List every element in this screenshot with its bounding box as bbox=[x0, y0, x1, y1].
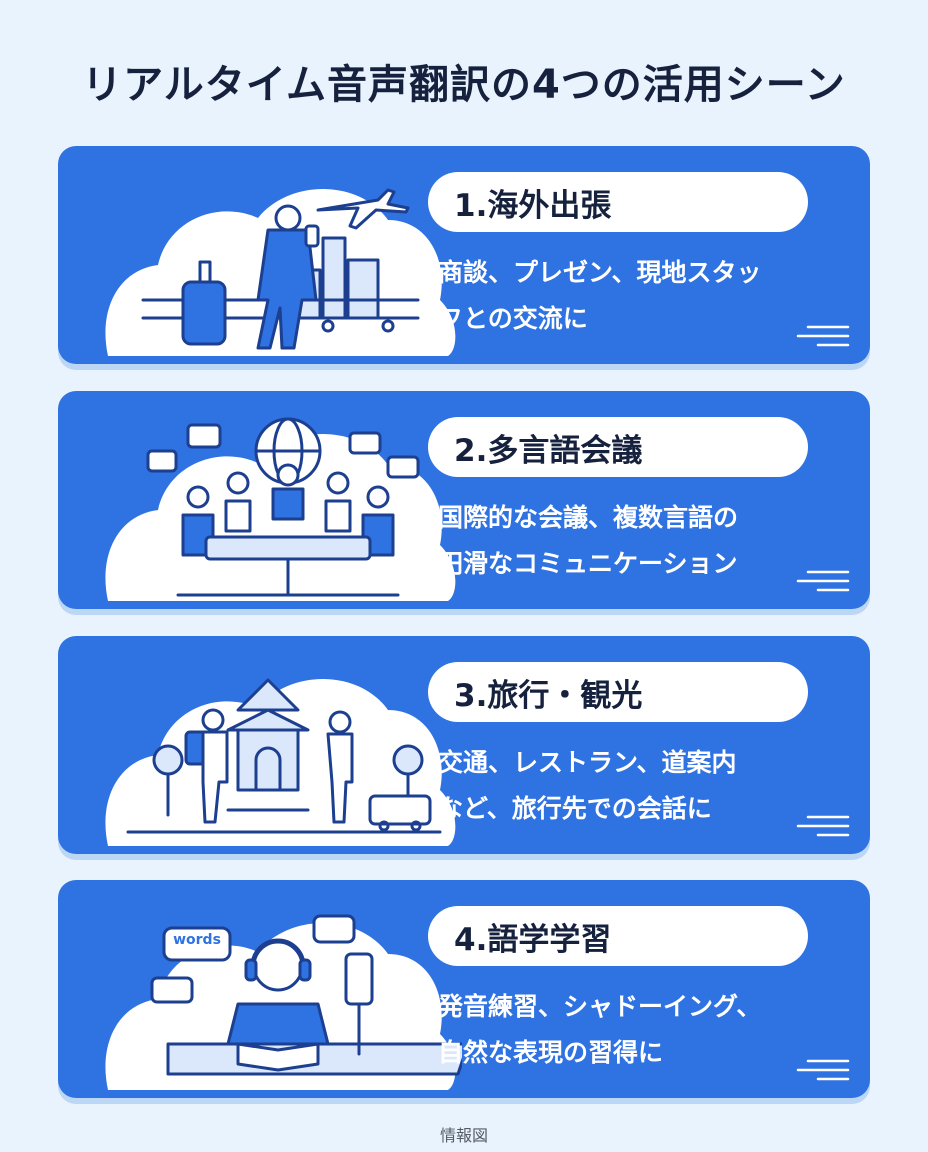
meeting-table-icon bbox=[146, 417, 420, 597]
card-heading: 2.多言語会議 bbox=[428, 417, 808, 477]
words-bubble-label: words bbox=[173, 932, 221, 948]
business-traveler-icon bbox=[141, 188, 420, 350]
card-language-learning: words 4.語学学習 発音練習、シャドーイング、 自然な表現の習得に bbox=[58, 880, 870, 1098]
tourists-temple-icon bbox=[126, 678, 442, 834]
description-line-2: 円滑なコミュニケーション bbox=[438, 549, 738, 578]
card-description: 国際的な会議、複数言語の 円滑なコミュニケーション bbox=[438, 495, 858, 587]
footer-caption: 情報図 bbox=[439, 1126, 488, 1145]
card-description: 交通、レストラン、道案内 など、旅行先での会話に bbox=[438, 740, 858, 832]
card-heading: 3.旅行・観光 bbox=[428, 662, 808, 722]
card-description: 商談、プレゼン、現地スタッ フとの交流に bbox=[438, 250, 858, 342]
description-line-1: 商談、プレゼン、現地スタッ bbox=[438, 258, 762, 287]
decorative-lines-icon bbox=[796, 1059, 850, 1081]
decorative-lines-icon bbox=[796, 570, 850, 592]
card-heading: 4.語学学習 bbox=[428, 906, 808, 966]
description-line-1: 国際的な会議、複数言語の bbox=[438, 503, 739, 532]
page-title: リアルタイム音声翻訳の4つの活用シーン bbox=[82, 62, 846, 108]
description-line-1: 発音練習、シャドーイング、 bbox=[438, 992, 762, 1021]
student-headphones-icon bbox=[150, 914, 462, 1076]
card-business-travel: 1.海外出張 商談、プレゼン、現地スタッ フとの交流に bbox=[58, 146, 870, 364]
card-multilingual-meeting: 2.多言語会議 国際的な会議、複数言語の 円滑なコミュニケーション bbox=[58, 391, 870, 609]
description-line-1: 交通、レストラン、道案内 bbox=[438, 748, 737, 777]
description-line-2: 自然な表現の習得に bbox=[438, 1038, 664, 1067]
card-description: 発音練習、シャドーイング、 自然な表現の習得に bbox=[438, 984, 858, 1076]
decorative-lines-icon bbox=[796, 815, 850, 837]
card-travel-sightseeing: 3.旅行・観光 交通、レストラン、道案内 など、旅行先での会話に bbox=[58, 636, 870, 854]
decorative-lines-icon bbox=[796, 325, 850, 347]
description-line-2: フとの交流に bbox=[438, 304, 588, 333]
card-heading: 1.海外出張 bbox=[428, 172, 808, 232]
description-line-2: など、旅行先での会話に bbox=[438, 794, 712, 823]
